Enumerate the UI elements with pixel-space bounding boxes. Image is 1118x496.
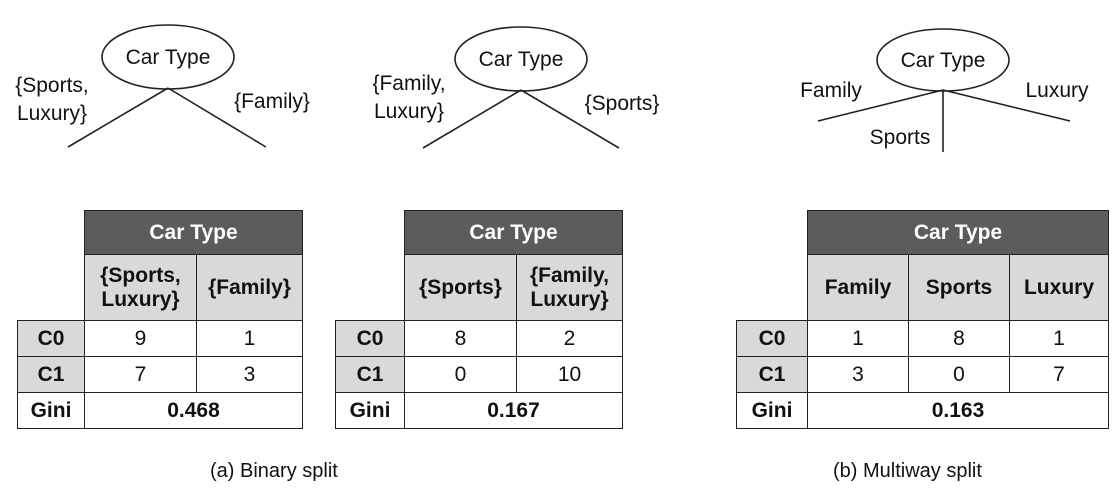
split-trees-svg: Car Type {Sports, Luxury} {Family} Car T… [15, 24, 1089, 152]
table-cell: 8 [404, 320, 517, 357]
table-row: C1 3 0 7 [736, 356, 1109, 393]
gini-table-multiway: Car Type Family Sports Luxury C0 1 8 1 C… [736, 210, 1109, 429]
table-cell: 1 [196, 320, 303, 357]
table-cell: 3 [196, 356, 303, 393]
tree-root-node [454, 26, 588, 92]
tree-branch-label: {Family, [372, 72, 445, 95]
tree-root-label: Car Type [901, 49, 986, 72]
table-header: Car Type [404, 210, 623, 255]
table-cell: 1 [1009, 320, 1109, 357]
tree-binary-1: Car Type {Sports, Luxury} {Family} [15, 24, 310, 148]
gini-value: 0.468 [84, 392, 303, 429]
tree-branch-label: Luxury [1025, 79, 1089, 102]
row-label: C1 [17, 356, 85, 393]
table-row: C0 1 8 1 [736, 320, 1109, 357]
table-cell: 3 [807, 356, 909, 393]
tree-binary-2: Car Type {Family, Luxury} {Sports} [372, 26, 660, 149]
caption-binary-split: (a) Binary split [210, 460, 338, 482]
tree-root-label: Car Type [126, 46, 211, 69]
table-cell: 2 [516, 320, 623, 357]
gini-row: Gini 0.167 [335, 392, 623, 429]
gini-value: 0.163 [807, 392, 1109, 429]
tree-branch-label: Luxury} [17, 102, 87, 125]
gini-value: 0.167 [404, 392, 623, 429]
tree-branch-label: Family [800, 79, 862, 102]
gini-label: Gini [17, 392, 85, 429]
column-header: {Sports} [404, 254, 517, 321]
gini-row: Gini 0.163 [736, 392, 1109, 429]
table-row: C0 9 1 [17, 320, 303, 357]
table-row: C1 7 3 [17, 356, 303, 393]
gini-label: Gini [335, 392, 405, 429]
table-cell: 8 [908, 320, 1010, 357]
table-header: Car Type [84, 210, 303, 255]
row-label: C0 [17, 320, 85, 357]
tree-branch-line [167, 87, 267, 148]
table-row: C0 8 2 [335, 320, 623, 357]
tree-root-label: Car Type [479, 48, 564, 71]
table-cell: 9 [84, 320, 197, 357]
tree-branch-label: {Sports} [585, 92, 660, 115]
gini-table-binary-1: Car Type {Sports, Luxury} {Family} C0 9 … [17, 210, 303, 429]
caption-multiway-split: (b) Multiway split [833, 460, 982, 482]
tree-branch-line [942, 89, 1071, 122]
column-header: Family [807, 254, 909, 321]
row-label: C1 [736, 356, 808, 393]
tree-branch-line [67, 87, 169, 148]
table-cell: 7 [1009, 356, 1109, 393]
table-cell: 10 [516, 356, 623, 393]
tree-branch-label: {Sports, [15, 74, 89, 97]
tree-branch-line [817, 89, 944, 122]
column-header: Luxury [1009, 254, 1109, 321]
tree-branch-label: Sports [870, 126, 931, 149]
row-label: C0 [736, 320, 808, 357]
row-label: C0 [335, 320, 405, 357]
tree-branch-label: {Family} [234, 90, 310, 113]
column-header: {Sports, Luxury} [84, 254, 197, 321]
split-trees: Car Type {Sports, Luxury} {Family} Car T… [0, 0, 1118, 200]
column-header: Sports [908, 254, 1010, 321]
gini-label: Gini [736, 392, 808, 429]
row-label: C1 [335, 356, 405, 393]
table-cell: 7 [84, 356, 197, 393]
tree-branch-line [520, 89, 620, 149]
column-header: {Family} [196, 254, 303, 321]
gini-table-binary-2: Car Type {Sports} {Family, Luxury} C0 8 … [335, 210, 623, 429]
table-cell: 1 [807, 320, 909, 357]
tree-multiway: Car Type Family Sports Luxury [800, 28, 1089, 152]
tree-branch-line [422, 89, 522, 149]
column-header: {Family, Luxury} [516, 254, 623, 321]
gini-row: Gini 0.468 [17, 392, 303, 429]
table-header: Car Type [807, 210, 1109, 255]
tree-root-node [101, 24, 235, 90]
table-cell: 0 [908, 356, 1010, 393]
table-row: C1 0 10 [335, 356, 623, 393]
table-cell: 0 [404, 356, 517, 393]
tree-branch-label: Luxury} [374, 100, 444, 123]
